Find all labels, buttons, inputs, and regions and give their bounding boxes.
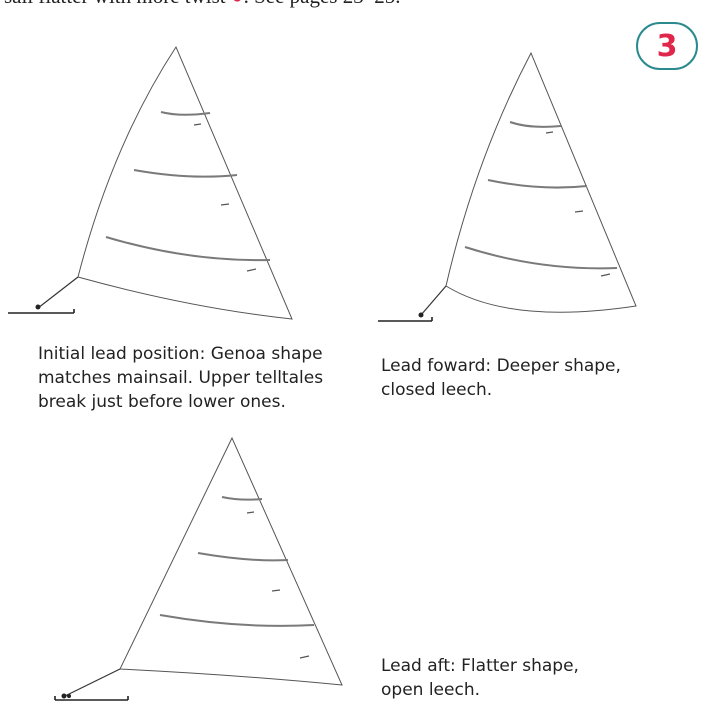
telltale <box>574 210 584 213</box>
caption-line: closed leech. <box>381 380 493 400</box>
intro-text-suffix: . See pages 23–25. <box>244 0 401 8</box>
jib-sheet <box>37 276 79 309</box>
sail-stripe <box>105 236 271 262</box>
telltale <box>271 589 281 592</box>
sail-stripe <box>221 496 263 501</box>
step-number: 3 <box>656 28 678 64</box>
jib-sheet <box>64 668 121 697</box>
sail-outline <box>119 436 343 686</box>
caption-line: Initial lead position: Genoa shape <box>38 344 323 364</box>
caption-lead-aft: Lead aft: Flatter shape, open leech. <box>381 654 579 702</box>
telltale <box>220 203 230 206</box>
sail-stripe <box>133 169 238 178</box>
sail-stripe <box>197 552 289 562</box>
sail-stripe <box>509 121 562 128</box>
caption-line: Lead aft: Flatter shape, <box>381 656 579 676</box>
genoa-track <box>378 317 433 322</box>
reference-marker: ● <box>231 0 244 8</box>
telltale <box>193 123 202 126</box>
sail-stripe <box>464 246 618 270</box>
intro-text-main: sail flatter with more twist <box>4 0 231 8</box>
genoa-track <box>8 309 75 314</box>
intro-text: sail flatter with more twist ●. See page… <box>4 0 400 9</box>
caption-line: open leech. <box>381 680 480 700</box>
caption-line: matches mainsail. Upper telltales <box>38 368 324 388</box>
sail-stripe <box>160 111 211 116</box>
jib-sheet <box>420 285 447 316</box>
caption-line: Lead foward: Deeper shape, <box>381 356 621 376</box>
telltale <box>600 273 611 277</box>
lead-block <box>61 693 67 699</box>
telltale <box>246 268 257 272</box>
lead-block <box>67 694 71 698</box>
lead-block <box>418 312 424 318</box>
caption-line: break just before lower ones. <box>38 392 286 412</box>
genoa-track <box>54 696 129 701</box>
lead-block <box>35 304 41 310</box>
telltale <box>299 655 310 659</box>
step-number-badge: 3 <box>636 22 698 70</box>
telltale <box>545 131 554 134</box>
telltale <box>246 511 255 514</box>
sail-stripe <box>487 179 588 189</box>
caption-lead-forward: Lead foward: Deeper shape, closed leech. <box>381 354 621 402</box>
caption-initial-lead: Initial lead position: Genoa shape match… <box>38 342 323 414</box>
sail-stripe <box>159 614 315 627</box>
